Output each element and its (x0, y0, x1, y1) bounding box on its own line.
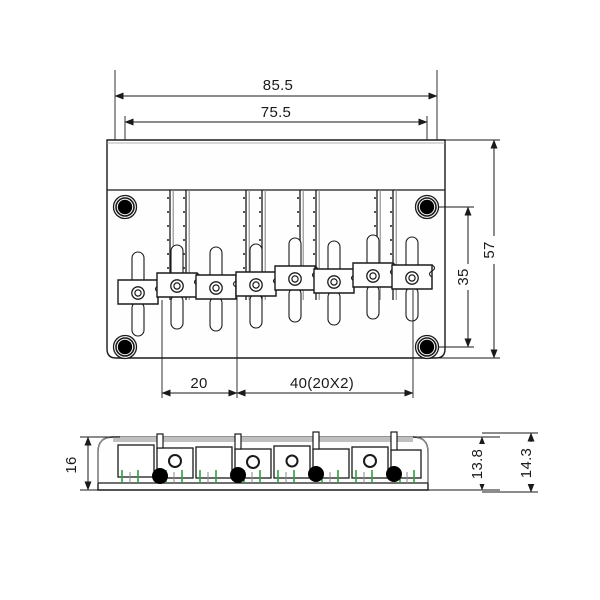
side-screw-hole-group (168, 454, 377, 469)
side-elevation-view: 16 13.8 14.3 (63, 431, 541, 493)
side-ball-end-2 (230, 467, 246, 483)
side-top-shadow-band (113, 437, 413, 442)
side-ball-end-4 (386, 466, 402, 482)
side-ball-end-group (152, 466, 402, 484)
side-post-1 (156, 433, 164, 449)
side-post-4 (390, 431, 398, 451)
top-view: 85.5 75.5 (106, 70, 504, 398)
dimension-side-height-inner: 13.8 (413, 436, 500, 491)
mounting-hole-top-left[interactable] (112, 194, 138, 220)
dimension-label-overall-height: 57 (481, 241, 498, 258)
dimension-overall-width: 85.5 (114, 70, 438, 140)
mounting-hole-top-right[interactable] (414, 194, 440, 220)
side-screw-hole-1[interactable] (168, 454, 182, 468)
dimension-hole-span-height: 35 (438, 206, 478, 348)
dimension-overall-height: 57 (437, 139, 504, 359)
dimension-side-total-height: 16 (63, 436, 120, 491)
baseplate-outline (106, 139, 446, 359)
side-post-group (156, 431, 398, 451)
side-saddle-3[interactable] (195, 446, 233, 479)
dimension-label-overall-width: 85.5 (263, 77, 293, 94)
side-saddle-group (117, 444, 422, 479)
dimension-spacing-group: 20 40(20X2) (161, 290, 414, 398)
dimension-side-height-outer: 14.3 (482, 432, 541, 493)
side-saddle-1[interactable] (117, 444, 155, 478)
side-ball-end-1 (152, 468, 168, 484)
dimension-label-side-total-height: 16 (63, 456, 80, 473)
side-ball-end-3 (308, 466, 324, 482)
dimension-label-hole-span-height: 35 (455, 268, 472, 285)
side-post-3 (312, 431, 320, 450)
dimension-label-spacing-first: 20 (190, 375, 207, 392)
mounting-hole-bottom-left[interactable] (112, 334, 138, 360)
dimension-label-side-height-inner: 13.8 (469, 449, 486, 479)
side-screw-hole-4[interactable] (363, 454, 377, 468)
side-screw-hole-2[interactable] (246, 455, 260, 469)
dimension-label-side-height-outer: 14.3 (518, 448, 535, 478)
dimension-label-hole-span-width: 75.5 (261, 104, 291, 121)
dimension-label-spacing-group: 40(20X2) (290, 375, 354, 392)
side-screw-hole-3[interactable] (285, 454, 299, 468)
mounting-hole-bottom-right[interactable] (414, 334, 440, 360)
side-post-2 (234, 433, 242, 450)
